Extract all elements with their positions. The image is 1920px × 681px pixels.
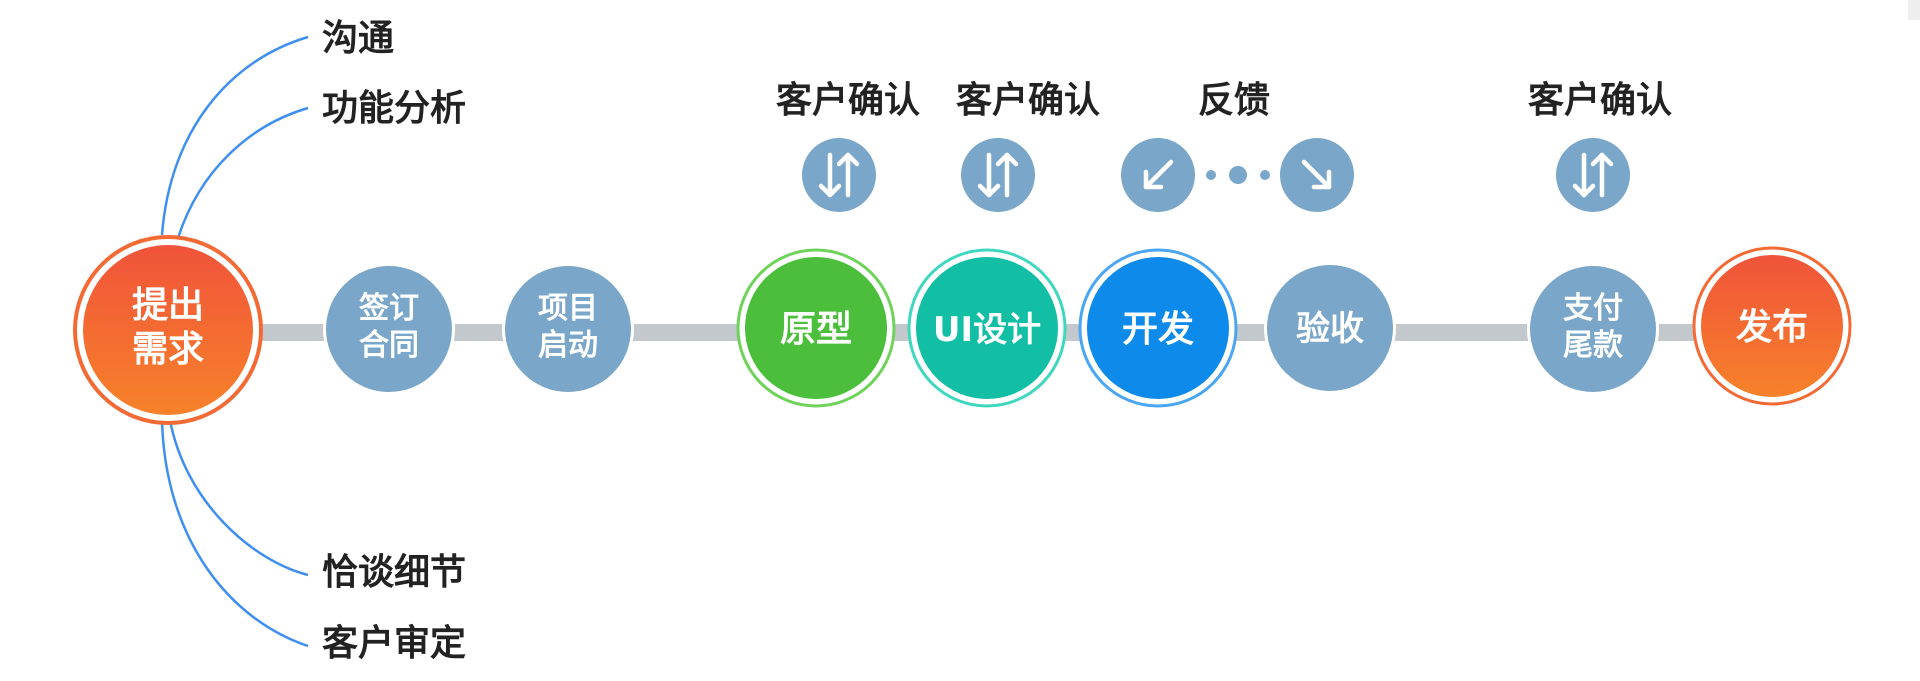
step-kickoff-label-line2: 启动	[538, 328, 598, 363]
step-acceptance: 验收	[1264, 262, 1396, 394]
start-node-label-line1: 提出	[132, 285, 204, 326]
step-kickoff: 项目 启动	[502, 263, 634, 395]
annotation-ui-confirm: 客户确认	[956, 80, 1100, 121]
step-contract-label-line1: 签订	[359, 291, 419, 326]
branch-label-client-approval: 客户审定	[322, 623, 466, 664]
branch-line-function-analysis	[176, 106, 309, 239]
step-development-label: 开发	[1122, 309, 1194, 350]
start-node-label-line2: 需求	[132, 329, 204, 370]
branch-label-communication: 沟通	[322, 18, 394, 59]
step-payment-label-line2: 尾款	[1563, 328, 1624, 363]
start-node: 提出 需求	[73, 235, 263, 425]
annotation-prototype-confirm: 客户确认	[776, 80, 920, 121]
ellipsis-dots-icon	[1206, 166, 1270, 184]
swap-vertical-icon	[1556, 138, 1630, 212]
step-kickoff-label-line1: 项目	[538, 291, 598, 326]
branch-label-function-analysis: 功能分析	[322, 88, 466, 129]
step-payment-label-line1: 支付	[1563, 291, 1623, 326]
branch-lines	[160, 35, 309, 648]
arrow-down-left-icon	[1121, 138, 1195, 212]
step-contract-label-line2: 合同	[359, 328, 419, 363]
step-release-label: 发布	[1736, 307, 1808, 348]
arrow-down-right-icon	[1280, 138, 1354, 212]
annotation-feedback: 反馈	[1198, 80, 1270, 121]
branch-label-details: 恰谈细节	[322, 552, 466, 593]
swap-vertical-icon	[961, 138, 1035, 212]
step-prototype: 原型	[736, 248, 896, 408]
step-development: 开发	[1078, 248, 1238, 408]
branch-line-details	[168, 419, 309, 577]
step-payment: 支付 尾款	[1527, 263, 1659, 395]
annotation-payment-confirm: 客户确认	[1528, 80, 1672, 121]
corner-mark	[1908, 0, 1920, 20]
step-release: 发布	[1692, 246, 1852, 406]
step-ui-design: UI设计	[907, 248, 1067, 408]
step-contract: 签订 合同	[323, 263, 455, 395]
step-acceptance-label: 验收	[1296, 309, 1364, 349]
branch-line-communication	[160, 35, 309, 236]
step-ui-design-label: UI设计	[933, 310, 1041, 350]
branch-line-client-approval	[160, 419, 309, 648]
swap-vertical-icon	[802, 138, 876, 212]
step-prototype-label: 原型	[780, 309, 852, 350]
